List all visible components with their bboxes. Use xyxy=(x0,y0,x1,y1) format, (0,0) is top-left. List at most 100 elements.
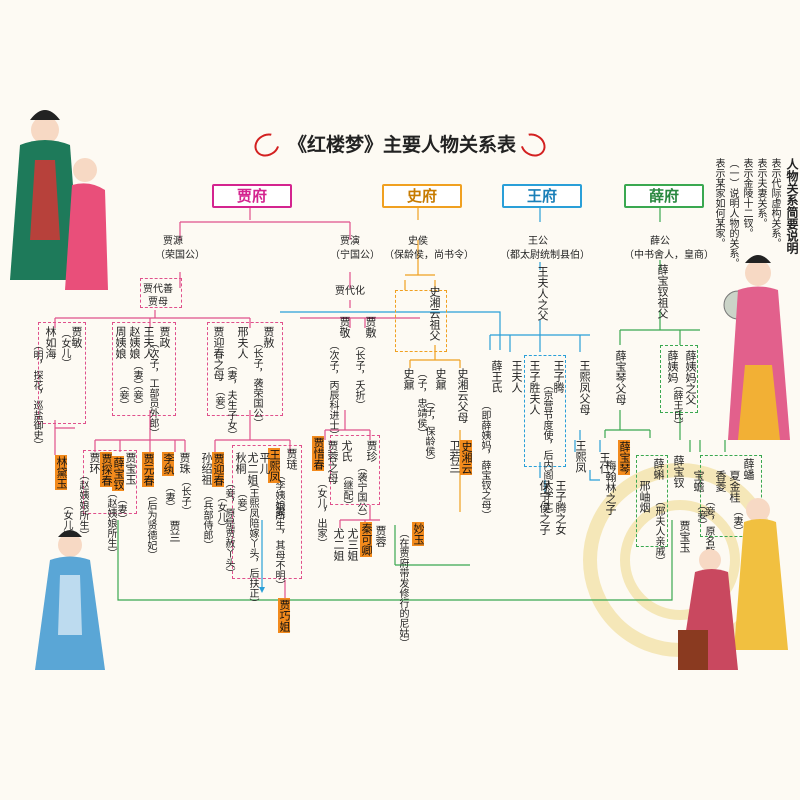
shi-hou-note: （保龄侯，尚书令） xyxy=(384,250,474,261)
she-box xyxy=(207,322,283,416)
jia-mu: 贾母 xyxy=(148,297,168,308)
li-wan: 李纨 xyxy=(162,452,175,476)
jia-baoyu: 贾宝玉 xyxy=(124,452,137,485)
xing-furen: 邢夫人 xyxy=(236,326,249,359)
jia-she: 贾赦 xyxy=(262,326,275,348)
legend-item: 表示金陵十二钗。 xyxy=(741,158,752,238)
cloud-ornament-left xyxy=(250,128,284,162)
jia-lian: 贾琏 xyxy=(285,448,298,470)
cloud-ornament-right xyxy=(516,128,550,162)
zhao-note: （妾） xyxy=(131,380,142,410)
jia-min: 贾敏 xyxy=(70,326,83,348)
jia-zhu-note: （长子） xyxy=(179,476,190,516)
jia-rong: 贾蓉 xyxy=(374,525,387,547)
jia-yan-note: （宁国公） xyxy=(330,250,380,261)
yingchun-mother-note: （妾） xyxy=(213,386,224,416)
wang-xifeng2: 王熙凤 xyxy=(574,440,587,473)
shi-hou: 史侯 xyxy=(408,236,428,247)
wang-zitang-note: （京营节度使，后内阁大学士） xyxy=(541,380,552,520)
baoning-son: 保宁侯之子 xyxy=(538,480,551,535)
jia-lan: 贾兰 xyxy=(168,520,181,542)
jia-zheng-note: （次子，工部员外郎） xyxy=(147,338,158,438)
xing-xiuyan-note: （邢夫人亲戚） xyxy=(653,496,664,566)
wang-gong: 王公 xyxy=(528,236,548,247)
wang-xifeng-note: （妻） xyxy=(273,496,284,526)
jia-yingchun: 贾迎春 xyxy=(212,452,225,487)
legend-item: （一）说明人物的关系。 xyxy=(727,158,738,268)
bao-chan-note: （妾） xyxy=(695,500,706,530)
lin-daiyu-note: （女儿） xyxy=(61,500,72,540)
xue-baochai-grandfather: 薛宝钗祖父 xyxy=(656,264,669,319)
family-jia: 贾府 xyxy=(212,184,292,208)
jia-yuanchun: 贾元春 xyxy=(142,452,155,487)
xue-pan-box xyxy=(700,455,762,537)
shi-ding: 史鼐 xyxy=(402,368,415,390)
sun-note: （兵部侍郎） xyxy=(201,490,212,550)
family-shi: 史府 xyxy=(382,184,462,208)
wang-gong-note: （都太尉统制县伯） xyxy=(500,250,590,261)
family-wang: 王府 xyxy=(502,184,582,208)
shi-xiangyun-father: 史湘云父母 xyxy=(456,368,469,423)
jia-yuan: 贾源 xyxy=(163,236,183,247)
shi-box xyxy=(395,290,447,352)
xue-ke-box xyxy=(636,455,668,547)
lin-box xyxy=(38,322,86,424)
xue-wangshi-note: （即薛姨妈，薛宝钗之母） xyxy=(479,400,490,520)
jia-fu: 贾敷 xyxy=(364,316,377,338)
jia-she-note: （长子，袭荣国公） xyxy=(251,338,262,428)
xue-baochai-wife-note: （妻） xyxy=(115,494,126,524)
zhou-yiniang: 周姨娘 xyxy=(114,326,127,359)
xing-xiuyan: 邢岫烟 xyxy=(638,480,651,513)
sun-shaozu: 孙绍祖 xyxy=(200,452,213,485)
xue-wangshi: 薛王氏 xyxy=(490,360,503,393)
ping-er-note: （王熙凤陪嫁丫头，后扶正） xyxy=(247,478,258,608)
jia-jing-note: （次子，丙辰科进士） xyxy=(327,340,338,440)
zheng-box xyxy=(112,322,176,416)
lin-ruhai-note: （明，探花，巡盐御史） xyxy=(31,340,42,450)
jia-yingchun-note: （女儿） xyxy=(215,492,226,532)
jia-daishan: 贾代善 xyxy=(143,284,173,295)
you-erjie2: 尤二姐 xyxy=(246,452,259,485)
miao-yu: 妙玉 xyxy=(412,522,425,546)
wang-furen-note: （妻） xyxy=(131,360,142,390)
jia-yuanchun-note: （后为贤德妃） xyxy=(145,490,156,560)
wang-xifeng: 王熙凤 xyxy=(268,448,281,483)
legend-item: 表示代际虚构关系。 xyxy=(769,158,780,248)
lian-box xyxy=(232,445,302,579)
jia-baoyu2: 贾宝玉 xyxy=(678,520,691,553)
family-xue: 薛府 xyxy=(624,184,704,208)
jia-zhu: 贾珠 xyxy=(178,452,191,474)
shi-ding-note: （子，忠靖侯） xyxy=(415,368,426,438)
jia-rong-mother: 贾蓉之母 xyxy=(326,440,339,484)
you-shi: 尤氏 xyxy=(340,440,353,462)
wei-ruolan: 卫若兰 xyxy=(448,440,461,473)
legend-item: 表示夫妻关系。 xyxy=(755,158,766,228)
qiu-tong: 秋桐 xyxy=(234,452,247,474)
wang-zitang: 王子腾 xyxy=(552,360,565,393)
figure-illustration-topleft xyxy=(10,110,108,290)
wang-furen2: 王夫人 xyxy=(510,360,523,393)
wang-zisheng: 王子胜夫人 xyxy=(528,360,541,415)
xue-yima-box xyxy=(660,345,698,413)
jia-zhen: 贾珍 xyxy=(365,440,378,462)
title-text: 《红楼梦》主要人物关系表 xyxy=(288,134,517,156)
jia-huan: 贾环 xyxy=(88,452,101,474)
shi-xiangyun-grandfather: 史湘云祖父 xyxy=(428,286,441,341)
qiu-tong-note: （妾，原是贾赦丫头） xyxy=(223,478,234,578)
jia-fu-note: （长子，夭折） xyxy=(353,340,364,410)
wang-zitang-daughter: 王子腾之女 xyxy=(554,480,567,535)
jia-yuan-note: （荣国公） xyxy=(155,250,205,261)
xia-jingui: 夏金桂 xyxy=(728,470,741,503)
xue-baochai: 薛宝钗 xyxy=(672,455,685,488)
zhou-note: （妾） xyxy=(117,380,128,410)
wang-furen: 王夫人 xyxy=(142,326,155,359)
yingchun-mother: 贾迎春之母 xyxy=(212,326,225,381)
xue-gong: 薛公 xyxy=(650,236,670,247)
wang-furen-father: 王夫人之父 xyxy=(536,266,549,321)
xue-ke: 薛蝌 xyxy=(652,458,665,480)
xiang-ling-note: （妾，原名甄英莲） xyxy=(703,496,714,586)
jia-tanchun-note: （赵姨娘所生） xyxy=(105,488,116,558)
miao-yu-note: （在贾府带发修行的尼姑） xyxy=(397,528,408,648)
qin-keqing: 秦可卿 xyxy=(360,522,373,557)
jia-tanchun: 贾探春 xyxy=(100,452,113,487)
